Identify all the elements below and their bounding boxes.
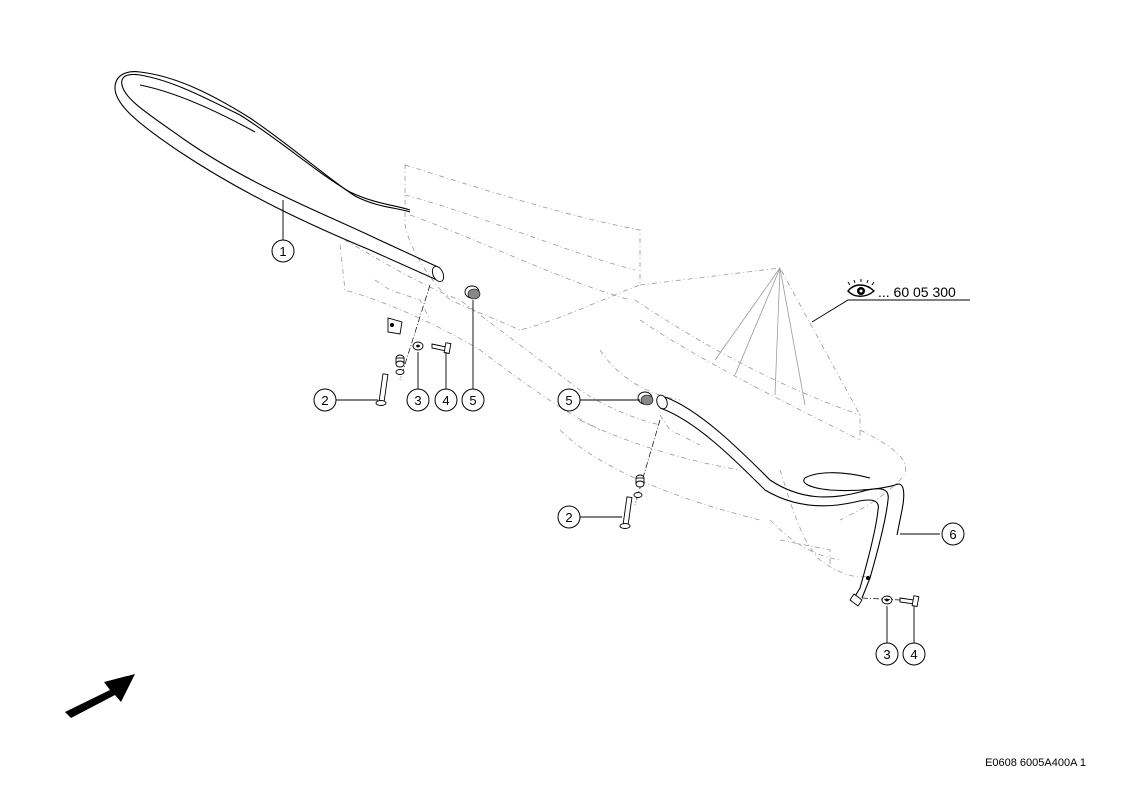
lower-handle-tube bbox=[656, 394, 905, 607]
callout-4-left: 4 bbox=[434, 388, 458, 412]
deck-phantom-outline bbox=[339, 164, 906, 578]
axis-line-left bbox=[399, 284, 431, 381]
callout-2-right-label: 2 bbox=[565, 510, 572, 525]
callout-2-left: 2 bbox=[313, 388, 337, 412]
bolt-right bbox=[899, 595, 920, 607]
callout-6: 6 bbox=[941, 522, 965, 546]
axis-line-right bbox=[634, 419, 661, 506]
callout-5-left: 5 bbox=[461, 388, 485, 412]
upper-handle-tube bbox=[114, 71, 445, 283]
pin-right bbox=[619, 496, 633, 529]
spacer-left bbox=[395, 354, 405, 375]
washer-left bbox=[412, 341, 424, 351]
callout-3-left-label: 3 bbox=[414, 393, 421, 408]
callout-3-right-label: 3 bbox=[883, 647, 890, 662]
plug-cap-left bbox=[464, 285, 481, 300]
washer-right bbox=[881, 595, 893, 605]
callout-3-right: 3 bbox=[875, 642, 899, 666]
callout-5-right-label: 5 bbox=[565, 393, 572, 408]
spacer-right bbox=[633, 474, 645, 498]
reference-view-marker: ... 60 05 300 bbox=[847, 279, 956, 300]
callout-4-right-label: 4 bbox=[910, 647, 917, 662]
callout-3-left: 3 bbox=[406, 388, 430, 412]
drawing-code: E0608 6005A400A 1 bbox=[985, 757, 1086, 769]
plug-cap-right bbox=[637, 391, 654, 406]
eye-icon bbox=[847, 279, 876, 297]
callout-1: 1 bbox=[271, 239, 295, 263]
left-bracket bbox=[387, 317, 403, 335]
bolt-left bbox=[431, 342, 452, 354]
callout-5-right: 5 bbox=[557, 388, 581, 412]
axis-line-right-bolt bbox=[861, 597, 901, 601]
callout-4-right: 4 bbox=[902, 642, 926, 666]
leader-lines bbox=[282, 200, 970, 643]
callout-2-right: 2 bbox=[557, 505, 581, 529]
direction-arrow-icon bbox=[65, 674, 135, 718]
callout-5-left-label: 5 bbox=[469, 393, 476, 408]
reference-text: ... 60 05 300 bbox=[878, 284, 956, 300]
pin-left bbox=[375, 373, 389, 406]
callout-2-left-label: 2 bbox=[321, 393, 328, 408]
callout-4-left-label: 4 bbox=[442, 393, 449, 408]
callout-1-label: 1 bbox=[279, 244, 286, 259]
callout-6-label: 6 bbox=[949, 527, 956, 542]
